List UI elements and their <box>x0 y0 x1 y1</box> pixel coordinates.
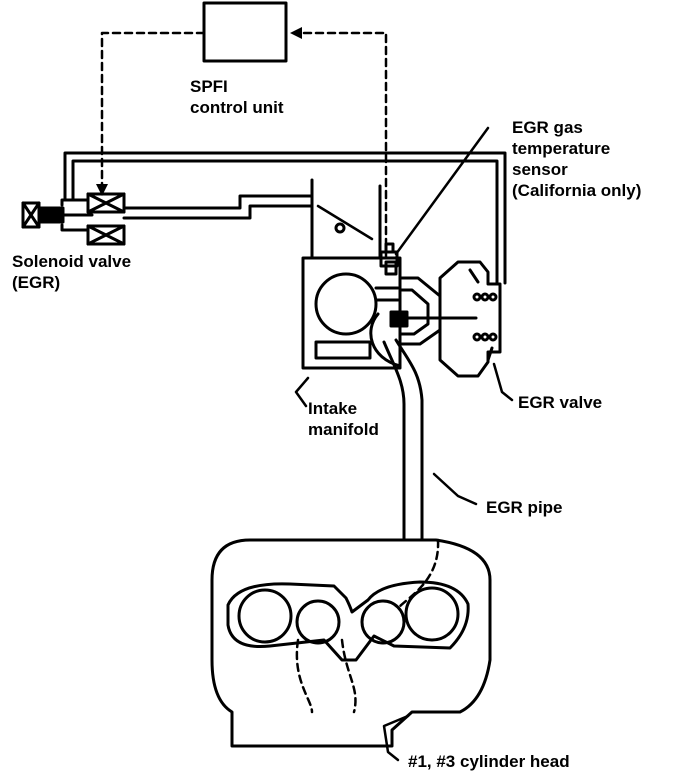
egr-pipe <box>382 338 424 542</box>
egr-temp-sensor-label: EGR gas temperature sensor (California o… <box>512 118 642 200</box>
intake-manifold-block <box>301 256 402 370</box>
signal-arrows <box>96 27 302 196</box>
throttle-body <box>310 178 382 260</box>
egr-temp-sensor <box>379 242 399 268</box>
intake-manifold-label: Intake manifold <box>308 399 379 439</box>
solenoid-valve <box>21 192 126 246</box>
egr-valve-label: EGR valve <box>518 393 603 412</box>
solenoid-hose <box>122 194 314 220</box>
control-unit-box <box>202 1 288 63</box>
vacuum-hose <box>63 151 507 285</box>
cylinder-head <box>210 538 492 748</box>
cylinder-head-label: #1, #3 cylinder head <box>408 752 570 771</box>
solenoid-valve-label: Solenoid valve (EGR) <box>12 252 132 292</box>
egr-valve <box>406 260 502 378</box>
control-unit-label: SPFI control unit <box>190 77 284 117</box>
signal-wires <box>100 31 388 260</box>
egr-pipe-label: EGR pipe <box>486 498 563 517</box>
leader-lines <box>294 126 514 762</box>
